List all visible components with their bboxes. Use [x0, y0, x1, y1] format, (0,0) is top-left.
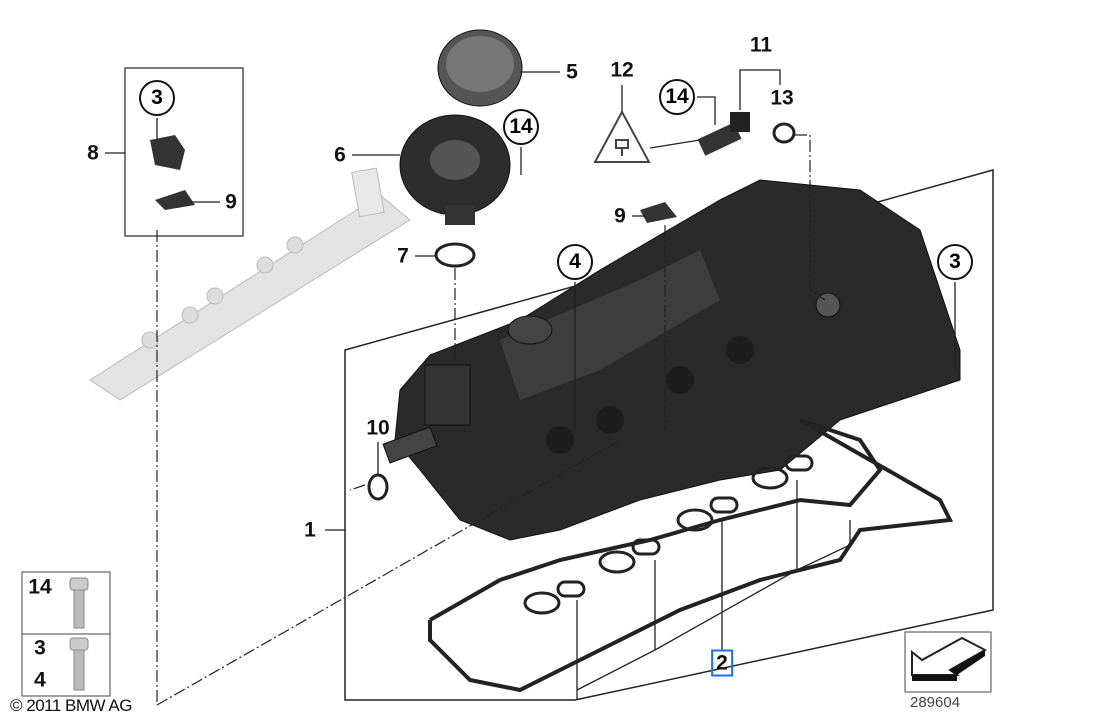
copyright-notice: © 2011 BMW AG — [10, 696, 132, 715]
electrical-warning-icon — [593, 109, 651, 163]
callout-14[interactable]: 14 — [503, 109, 539, 145]
view-direction-icon — [904, 631, 992, 693]
o-ring-13 — [772, 122, 796, 144]
cover-gasket — [428, 418, 954, 693]
fastener-legend — [21, 571, 111, 697]
callout-7[interactable]: 7 — [397, 244, 409, 268]
dashed-assembly-lines — [156, 134, 826, 706]
callout-1[interactable]: 1 — [304, 518, 316, 542]
callout-4[interactable]: 4 — [557, 244, 593, 280]
cylinder-head-cover — [382, 179, 961, 541]
o-ring-10 — [367, 473, 389, 501]
callout-5[interactable]: 5 — [566, 60, 578, 84]
filler-neck — [399, 114, 511, 225]
clip-9-b — [640, 202, 677, 223]
oil-filler-cap — [437, 29, 523, 107]
legend-bolt-3[interactable]: 3 — [34, 636, 46, 660]
clip-group-box — [124, 67, 244, 237]
callout-14[interactable]: 14 — [659, 79, 695, 115]
spark-plug-seals — [523, 454, 814, 615]
assembly-frame — [344, 169, 994, 701]
callout-9[interactable]: 9 — [225, 190, 237, 214]
image-number: 289604 — [910, 694, 961, 711]
callout-12[interactable]: 12 — [610, 58, 634, 82]
callout-10[interactable]: 10 — [366, 416, 390, 440]
callout-8[interactable]: 8 — [87, 141, 99, 165]
callout-3[interactable]: 3 — [937, 244, 973, 280]
legend-bolt-4[interactable]: 4 — [34, 668, 46, 692]
callout-9[interactable]: 9 — [614, 204, 626, 228]
callout-13[interactable]: 13 — [770, 86, 794, 110]
o-ring-7 — [434, 242, 476, 268]
clip-3 — [150, 135, 185, 170]
fuel-rail — [89, 167, 411, 401]
callout-2-selected[interactable]: 2 — [711, 649, 733, 677]
callout-3[interactable]: 3 — [139, 80, 175, 116]
leader-lines — [105, 69, 956, 700]
legend-bolt-14[interactable]: 14 — [28, 575, 52, 599]
clip-9 — [155, 190, 195, 210]
callout-6[interactable]: 6 — [334, 143, 346, 167]
callout-11[interactable]: 11 — [749, 33, 773, 57]
camshaft-sensor — [697, 112, 750, 156]
